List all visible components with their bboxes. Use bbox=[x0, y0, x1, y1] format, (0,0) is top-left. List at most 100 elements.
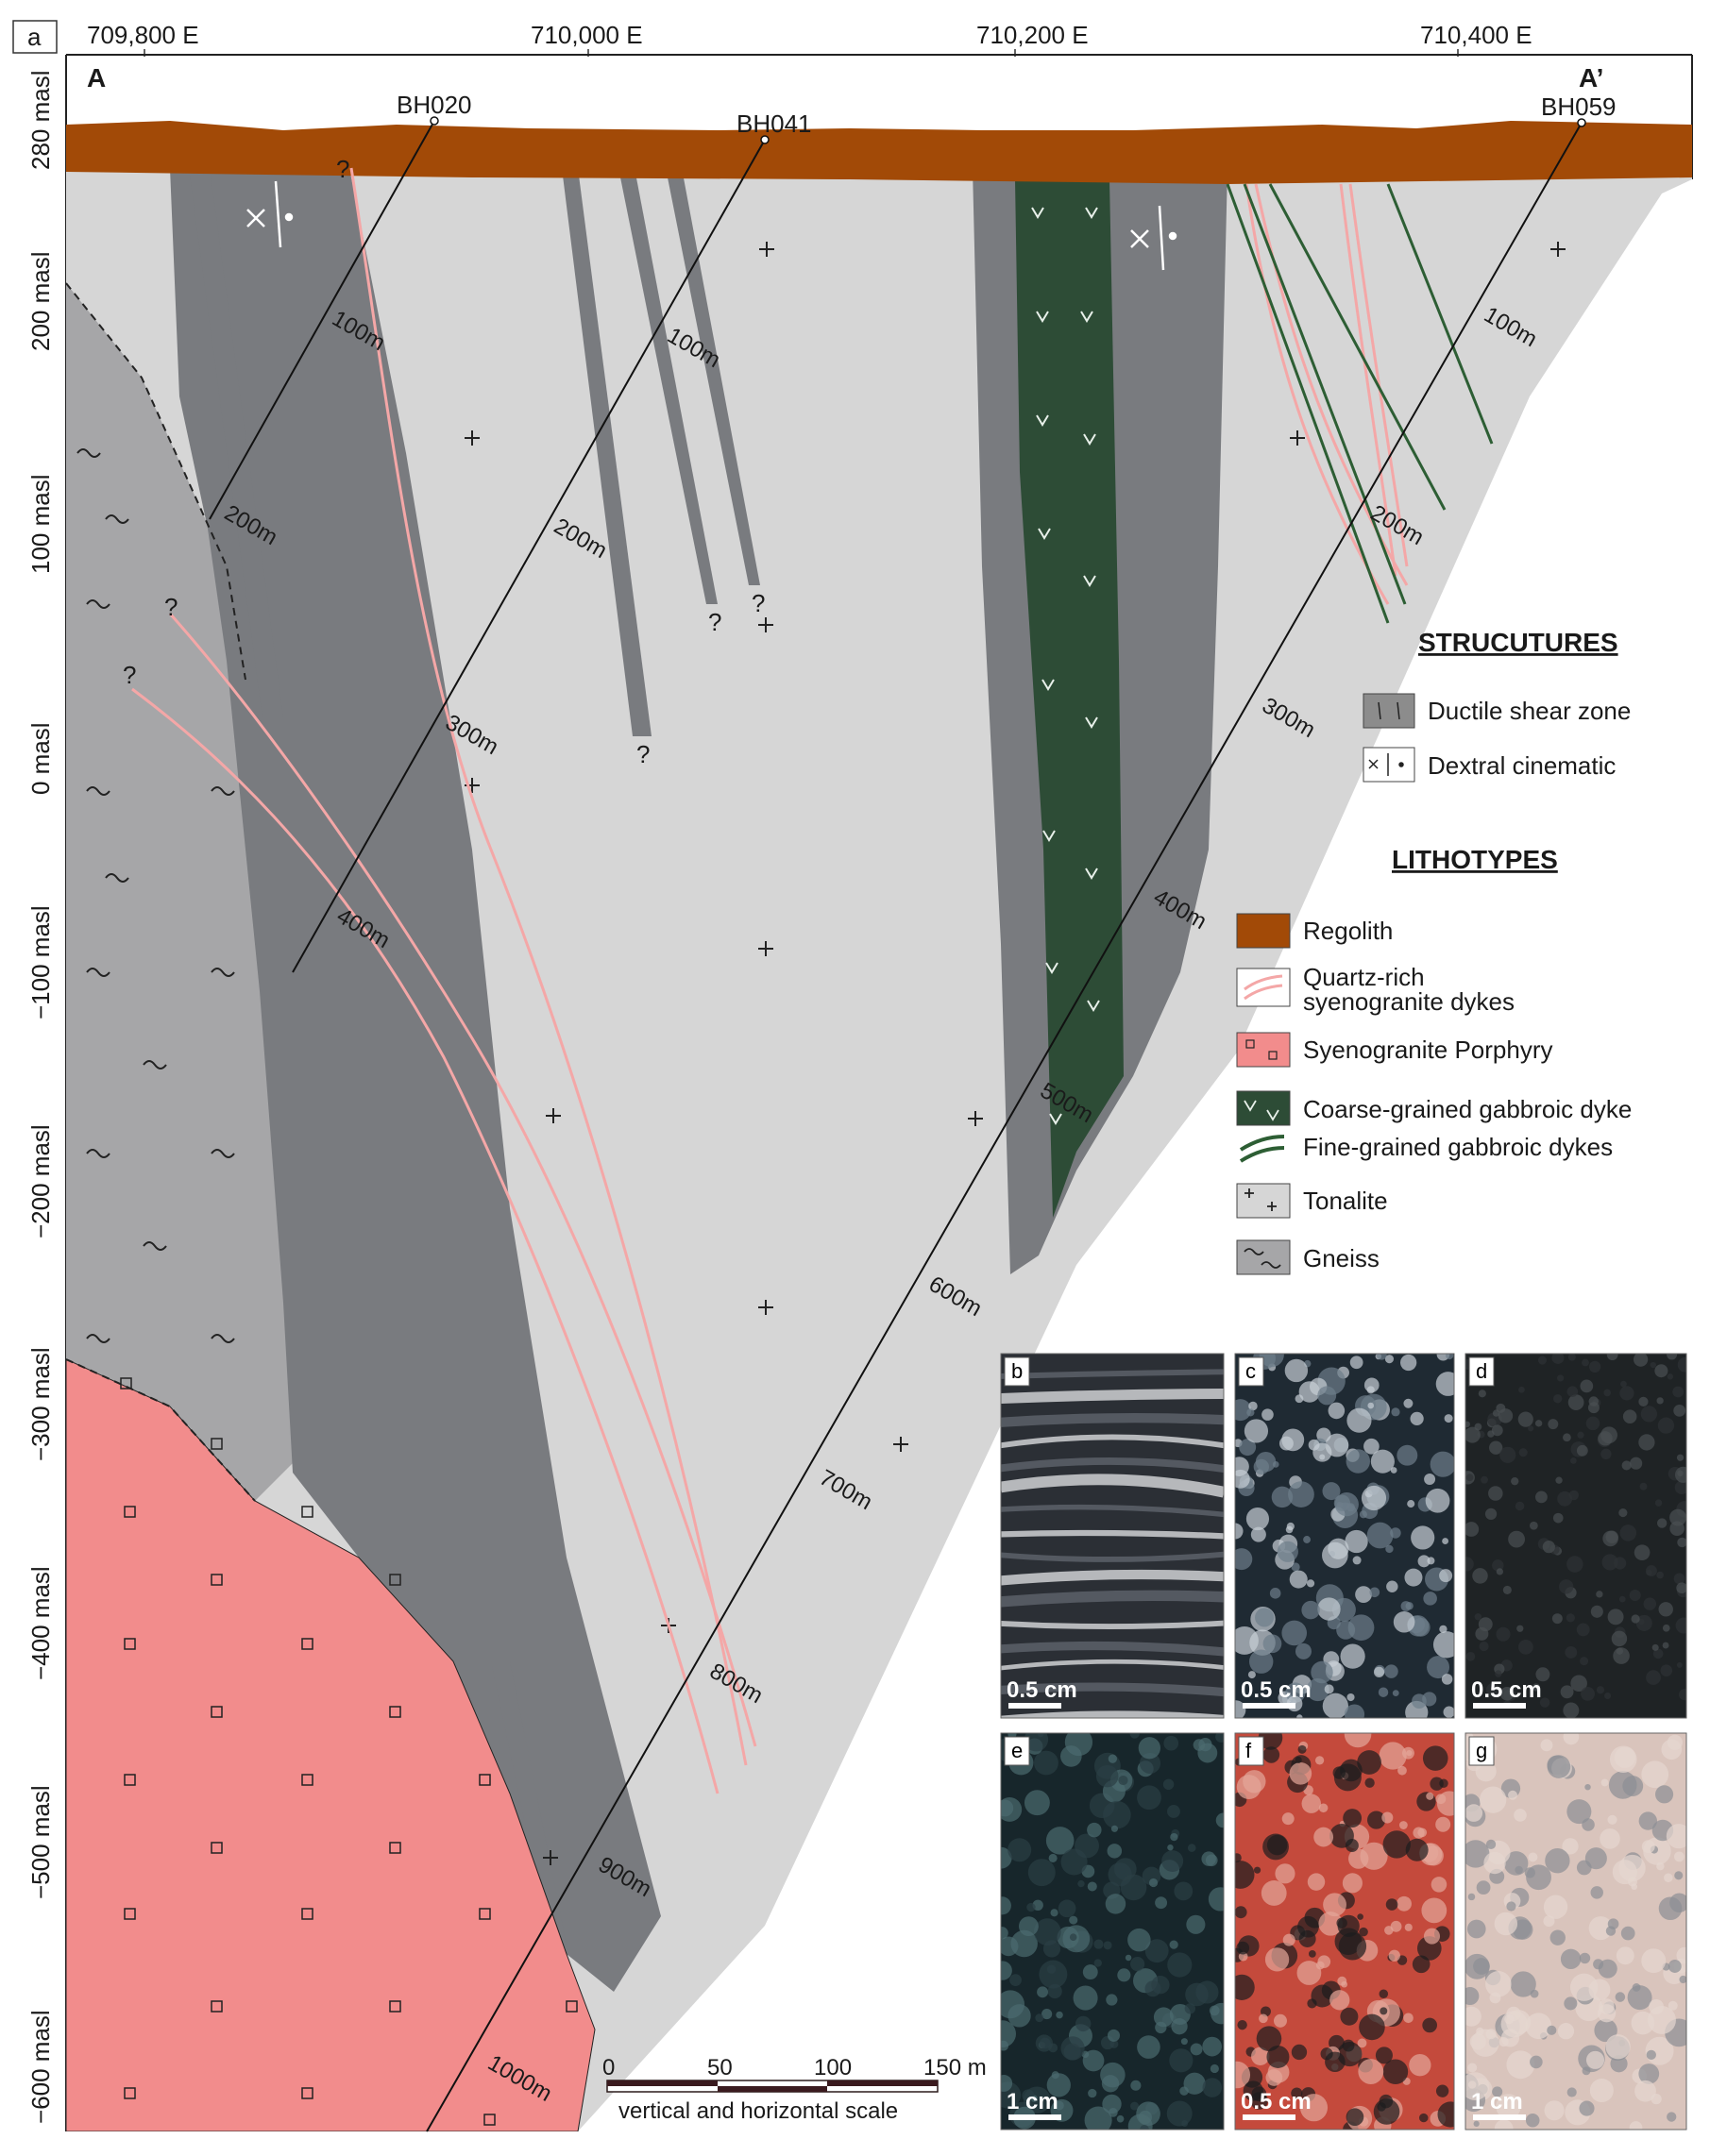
easting-tick-4: 710,400 E bbox=[1420, 21, 1532, 49]
legend-tonalite-label: Tonalite bbox=[1303, 1187, 1388, 1215]
photo-scale-bar bbox=[1473, 1703, 1526, 1709]
photo-scale-bar bbox=[1473, 2114, 1526, 2120]
photo-scale-label: 1 cm bbox=[1007, 2089, 1058, 2114]
legend-porphyry-label: Syenogranite Porphyry bbox=[1303, 1036, 1552, 1064]
coarse-gabbro-swatch-marks bbox=[1244, 1100, 1279, 1121]
dextral-symbol bbox=[1130, 205, 1177, 271]
elev-tick-m600: −600 masl bbox=[26, 2010, 55, 2124]
photo-scale-label: 0.5 cm bbox=[1241, 2089, 1312, 2114]
shear-zone-swatch bbox=[1363, 693, 1415, 729]
borehole-collars bbox=[430, 116, 1586, 144]
photo-label: c bbox=[1245, 1359, 1256, 1383]
question-mark: ? bbox=[636, 740, 650, 768]
tonalite-swatch-marks bbox=[1244, 1188, 1277, 1211]
regolith-swatch bbox=[1236, 913, 1291, 949]
dextral-swatch bbox=[1363, 747, 1415, 783]
legend-dextral-label: Dextral cinematic bbox=[1428, 751, 1616, 780]
easting-tick-2: 710,000 E bbox=[531, 21, 643, 49]
porphyry-swatch bbox=[1236, 1032, 1291, 1068]
elevation-axis: 280 masl 200 masl 100 masl 0 masl −100 m… bbox=[26, 71, 55, 2125]
gneiss-symbols bbox=[76, 448, 235, 1343]
elev-tick-m100: −100 masl bbox=[26, 905, 55, 1019]
easting-tick-1: 709,800 E bbox=[87, 21, 199, 49]
photo-label: b bbox=[1011, 1359, 1023, 1383]
porphyry-contact bbox=[66, 1358, 256, 1502]
gneiss-body bbox=[66, 283, 293, 1501]
photo-panel-e: e 1 cm bbox=[1000, 1732, 1225, 2131]
legend-coarse-gabbro-label: Coarse-grained gabbroic dyke bbox=[1303, 1095, 1632, 1123]
legend-shear-zone-label: Ductile shear zone bbox=[1428, 697, 1631, 725]
elev-tick-200: 200 masl bbox=[26, 252, 55, 352]
photo-scale-label: 0.5 cm bbox=[1241, 1677, 1312, 1703]
photo-scale-bar bbox=[1008, 1703, 1061, 1709]
photo-label: e bbox=[1011, 1739, 1023, 1762]
legend-gneiss-label: Gneiss bbox=[1303, 1244, 1380, 1272]
gabbro-symbols bbox=[1031, 207, 1100, 1125]
scale-tick-50: 50 bbox=[707, 2055, 733, 2080]
scale-caption: vertical and horizontal scale bbox=[618, 2098, 898, 2124]
scale-bar bbox=[606, 2080, 939, 2093]
elev-tick-m400: −400 masl bbox=[26, 1566, 55, 1680]
elev-tick-100: 100 masl bbox=[26, 475, 55, 575]
section-end-label: A’ bbox=[1579, 63, 1603, 93]
dextral-symbol bbox=[246, 180, 294, 248]
legend-structures-title: STRUCUTURES bbox=[1418, 628, 1618, 657]
legend-quartz-dyke-label-2: syenogranite dykes bbox=[1303, 987, 1515, 1016]
shear-zone-main bbox=[170, 168, 661, 1992]
coarse-gabbro-dyke bbox=[1015, 179, 1124, 1218]
question-mark: ? bbox=[752, 589, 765, 617]
coarse-gabbro-swatch bbox=[1236, 1090, 1291, 1126]
photo-scale-label: 1 cm bbox=[1471, 2089, 1523, 2114]
photo-scale-bar bbox=[1243, 2114, 1295, 2120]
shear-zone-strand bbox=[562, 168, 652, 736]
legend-fine-gabbro-label: Fine-grained gabbroic dykes bbox=[1303, 1133, 1613, 1161]
panel-label-box bbox=[12, 20, 58, 54]
elev-tick-280: 280 masl bbox=[26, 71, 55, 171]
elev-tick-0: 0 masl bbox=[26, 722, 55, 795]
tonalite-symbols bbox=[465, 242, 1566, 1865]
elev-tick-m500: −500 masl bbox=[26, 1785, 55, 1899]
photo-scale-bar bbox=[1008, 2114, 1061, 2120]
elev-tick-m200: −200 masl bbox=[26, 1124, 55, 1238]
syenogranite-dykes bbox=[131, 167, 1409, 1794]
elev-tick-m300: −300 masl bbox=[26, 1347, 55, 1461]
porphyry-swatch-marks bbox=[1245, 1039, 1278, 1060]
borehole-bh059-label: BH059 bbox=[1541, 93, 1617, 121]
question-mark: ? bbox=[336, 155, 349, 183]
borehole-bh020-label: BH020 bbox=[397, 91, 472, 119]
photo-scale-bar bbox=[1243, 1703, 1295, 1709]
easting-tick-3: 710,200 E bbox=[976, 21, 1089, 49]
borehole-traces bbox=[209, 120, 1583, 2132]
gneiss-contact bbox=[66, 282, 246, 681]
gneiss-swatch-marks bbox=[1244, 1248, 1281, 1269]
photo-panel-g: g 1 cm bbox=[1465, 1732, 1687, 2131]
photo-scale-label: 0.5 cm bbox=[1007, 1677, 1077, 1703]
photo-label: f bbox=[1245, 1739, 1252, 1762]
legend-quartz-dyke-label-1: Quartz-rich bbox=[1303, 963, 1425, 991]
photo-panel-b: b 0.5 cm bbox=[1000, 1353, 1225, 1719]
shear-zone-strand bbox=[491, 1661, 567, 1954]
tonalite-swatch bbox=[1236, 1183, 1291, 1219]
scale-tick-100: 100 bbox=[814, 2055, 852, 2080]
photo-panel-c: c 0.5 cm bbox=[1234, 1353, 1455, 1719]
photo-scale-label: 0.5 cm bbox=[1471, 1677, 1542, 1703]
scale-tick-150: 150 m bbox=[923, 2055, 987, 2080]
regolith-layer bbox=[66, 121, 1692, 184]
photo-panel-d: d0.5 cm bbox=[1465, 1353, 1687, 1719]
fine-gabbro-swatch bbox=[1239, 1135, 1285, 1163]
photo-label: g bbox=[1476, 1739, 1487, 1762]
question-mark: ? bbox=[164, 593, 178, 621]
scale-tick-0: 0 bbox=[602, 2055, 615, 2080]
question-mark: ? bbox=[123, 661, 136, 689]
syenogranite-dyke-swatch-lines bbox=[1244, 974, 1283, 1001]
dextral-legend-icon bbox=[1368, 753, 1404, 776]
question-mark: ? bbox=[708, 608, 721, 636]
section-start-label: A bbox=[87, 63, 106, 93]
porphyry-symbols bbox=[120, 1377, 578, 2126]
gneiss-swatch bbox=[1236, 1239, 1291, 1275]
shear-zone-strand bbox=[618, 168, 718, 604]
shear-zone-strand bbox=[189, 168, 283, 717]
shear-zone-swatch-marks bbox=[1378, 701, 1400, 720]
